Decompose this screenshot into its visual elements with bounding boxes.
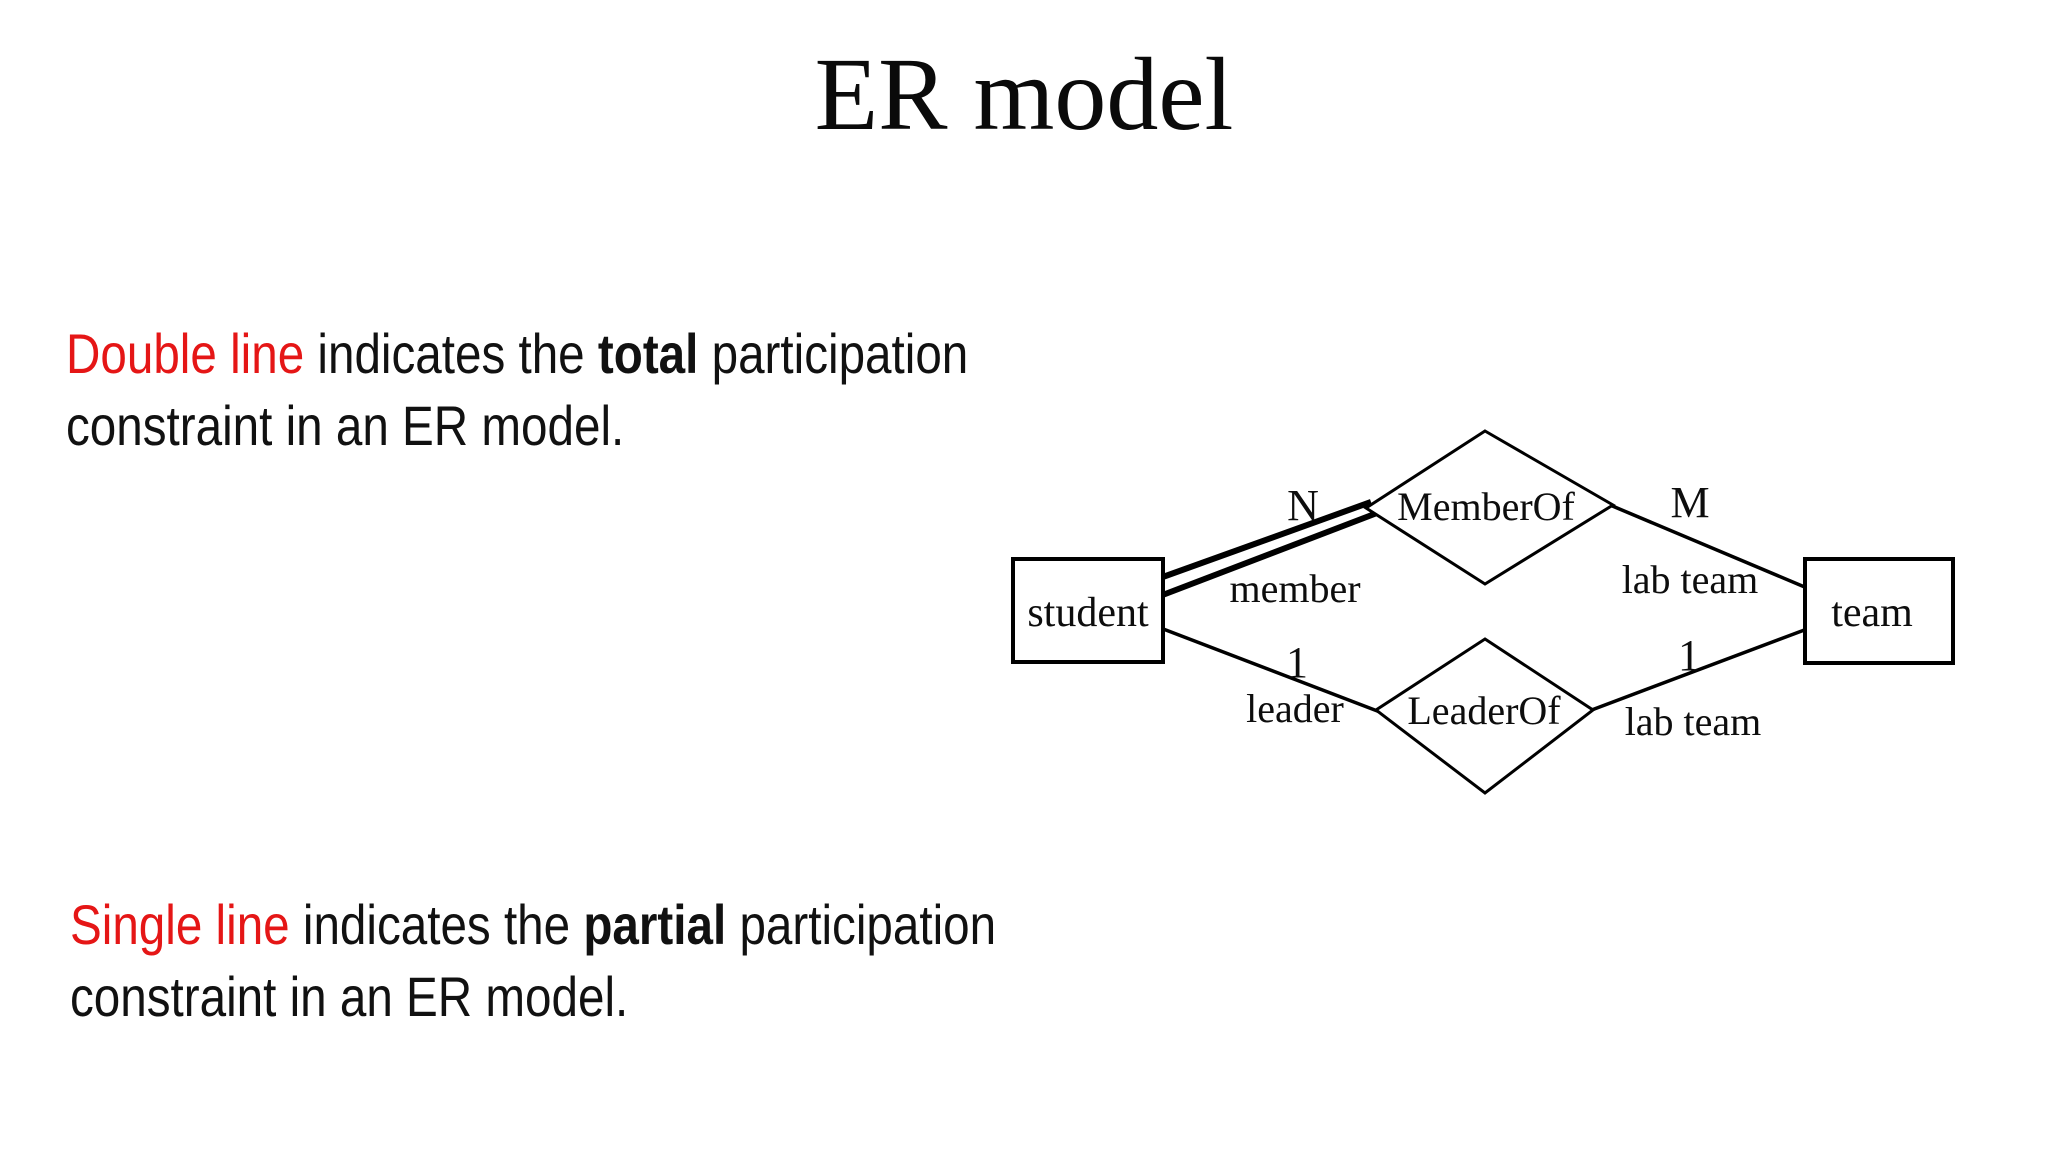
cardinality-one-right-label: 1 bbox=[1678, 631, 1700, 680]
role-leader-label: leader bbox=[1246, 686, 1344, 731]
entity-team-box bbox=[1803, 557, 1955, 665]
entity-student-label: student bbox=[1027, 590, 1149, 636]
note-text: indicates the bbox=[304, 322, 598, 385]
memberof-team-edge bbox=[1609, 503, 1808, 590]
note-text: participation bbox=[698, 322, 969, 385]
single-line-highlight: Single line bbox=[70, 893, 290, 956]
relationship-leaderof-diamond bbox=[1373, 637, 1596, 795]
total-participation-note: Double line indicates the total particip… bbox=[66, 318, 968, 462]
leaderof-team-edge bbox=[1588, 627, 1808, 713]
note-text: participation bbox=[726, 893, 997, 956]
double-line-highlight: Double line bbox=[66, 322, 305, 385]
cardinality-m-label: M bbox=[1670, 478, 1709, 527]
total-keyword: total bbox=[597, 322, 699, 385]
relationship-memberof-diamond bbox=[1363, 429, 1616, 586]
cardinality-one-left-label: 1 bbox=[1286, 638, 1308, 687]
slide-title: ER model bbox=[814, 37, 1234, 152]
note-text-line2: constraint in an ER model. bbox=[66, 394, 625, 457]
relationship-leaderof-label: LeaderOf bbox=[1407, 688, 1561, 733]
note-text: indicates the bbox=[289, 893, 584, 956]
partial-participation-note: Single line indicates the partial partic… bbox=[70, 889, 996, 1033]
total-participation-double-line-lower bbox=[1158, 510, 1379, 599]
note-text-line2: constraint in an ER model. bbox=[70, 965, 629, 1028]
entity-student-box bbox=[1011, 557, 1165, 664]
total-participation-double-line-upper bbox=[1158, 499, 1373, 581]
student-leaderof-edge bbox=[1157, 625, 1381, 714]
role-lab-team-top-label: lab team bbox=[1622, 557, 1759, 602]
partial-keyword: partial bbox=[583, 893, 727, 956]
role-member-label: member bbox=[1229, 566, 1360, 611]
entity-team-label: team bbox=[1831, 590, 1913, 636]
cardinality-n-label: N bbox=[1287, 481, 1319, 530]
relationship-memberof-label: MemberOf bbox=[1397, 484, 1575, 529]
role-lab-team-bottom-label: lab team bbox=[1625, 699, 1762, 744]
